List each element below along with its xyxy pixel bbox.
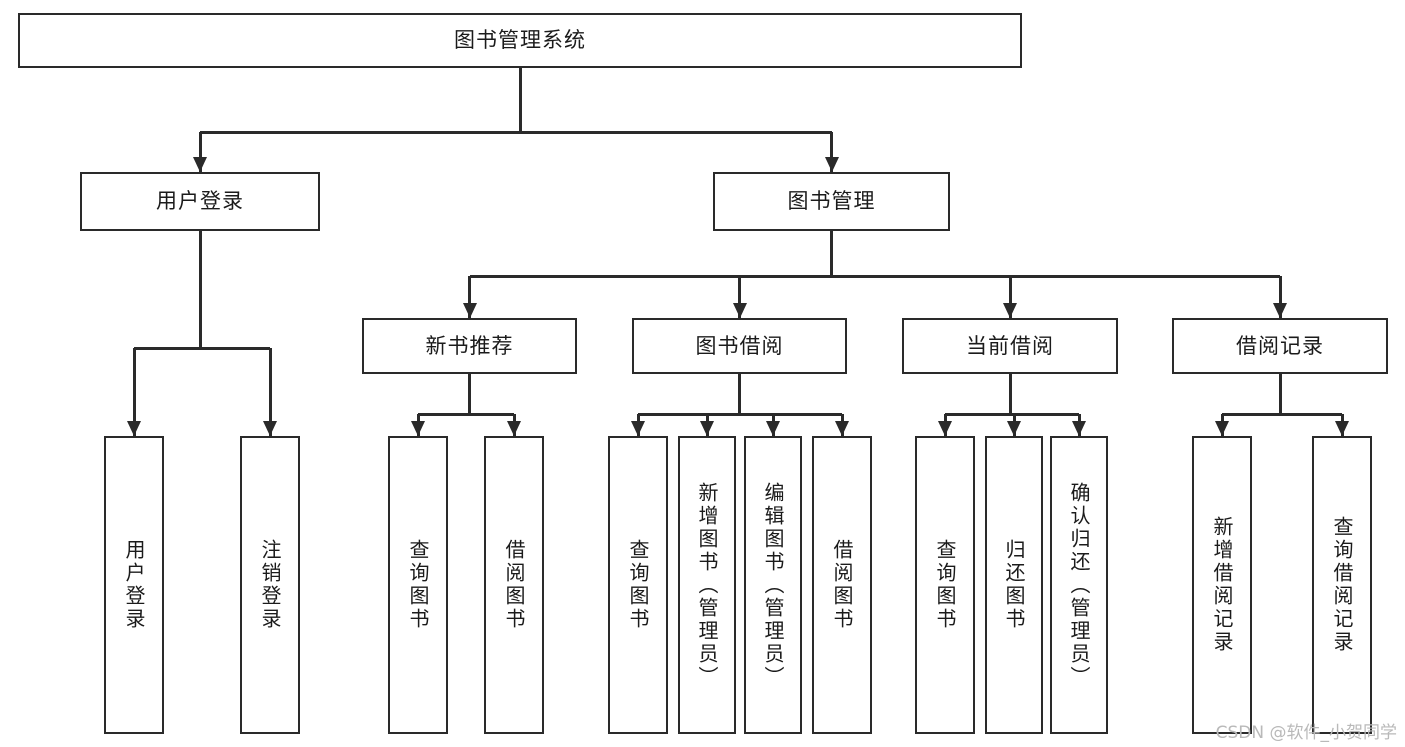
arrowhead-icon [1273, 303, 1287, 318]
node-图书管理-l2-1[interactable]: 图书管理 [713, 172, 950, 231]
connector-line-horizontal [1222, 412, 1342, 416]
arrowhead-icon [1072, 421, 1086, 436]
connector-line-vertical [1008, 374, 1012, 414]
node-查询图书-leaf-8[interactable]: 查询图书 [915, 436, 975, 734]
node-图书借阅-l3-1[interactable]: 图书借阅 [632, 318, 847, 374]
node-label: 注销登录 [258, 539, 282, 631]
node-label: 当前借阅 [966, 333, 1054, 358]
node-新书推荐-l3-0[interactable]: 新书推荐 [362, 318, 577, 374]
node-label: 用户登录 [122, 539, 146, 631]
node-注销登录-leaf-1[interactable]: 注销登录 [240, 436, 300, 734]
connector-line-vertical [518, 68, 522, 132]
connector-line-vertical [830, 132, 833, 172]
node-label: 新增借阅记录 [1210, 516, 1234, 654]
node-label: 查询图书 [406, 539, 430, 631]
connector-line-vertical [1008, 276, 1012, 318]
node-查询图书-leaf-4[interactable]: 查询图书 [608, 436, 668, 734]
arrowhead-icon [732, 303, 747, 318]
node-归还图书-leaf-9[interactable]: 归还图书 [985, 436, 1043, 734]
node-查询借阅记录-leaf-12[interactable]: 查询借阅记录 [1312, 436, 1372, 734]
node-确认归还管理员-leaf-10[interactable]: 确认归还（管理员） [1050, 436, 1108, 734]
connector-line-horizontal [469, 274, 1280, 278]
connector-line-vertical [1278, 374, 1282, 414]
node-label: 新书推荐 [425, 333, 514, 358]
node-label: 确认归还（管理员） [1067, 481, 1091, 689]
arrowhead-icon [263, 421, 277, 436]
node-label: 归还图书 [1002, 539, 1026, 631]
arrowhead-icon [507, 421, 521, 436]
node-当前借阅-l3-2[interactable]: 当前借阅 [902, 318, 1118, 374]
arrowhead-icon [824, 157, 839, 172]
arrowhead-icon [835, 421, 849, 436]
node-借阅记录-l3-3[interactable]: 借阅记录 [1172, 318, 1388, 374]
connector-line-vertical [268, 348, 272, 436]
node-label: 借阅图书 [830, 539, 854, 631]
connector-line-horizontal [638, 412, 842, 416]
arrowhead-icon [1215, 421, 1229, 436]
node-新增借阅记录-leaf-11[interactable]: 新增借阅记录 [1192, 436, 1252, 734]
arrowhead-icon [1007, 421, 1021, 436]
connector-line-vertical [468, 276, 471, 318]
node-查询图书-leaf-2[interactable]: 查询图书 [388, 436, 448, 734]
connector-line-vertical [132, 348, 136, 436]
connector-line-vertical [738, 276, 741, 318]
connector-line-horizontal [418, 412, 514, 416]
connector-line-vertical [830, 231, 833, 276]
connector-line-horizontal [200, 130, 832, 134]
node-label: 图书管理 [787, 189, 876, 214]
arrowhead-icon [462, 303, 477, 318]
node-用户登录-l2-0[interactable]: 用户登录 [80, 172, 320, 231]
node-用户登录-leaf-0[interactable]: 用户登录 [104, 436, 164, 734]
connector-line-vertical [468, 374, 471, 414]
node-label: 借阅图书 [502, 539, 526, 631]
node-借阅图书-leaf-3[interactable]: 借阅图书 [484, 436, 544, 734]
connector-line-horizontal [134, 346, 270, 350]
arrowhead-icon [411, 421, 425, 436]
arrowhead-icon [127, 421, 141, 436]
connector-line-horizontal [945, 412, 1079, 416]
node-label: 用户登录 [156, 189, 244, 214]
node-label: 查询图书 [626, 539, 650, 631]
arrowhead-icon [938, 421, 952, 436]
node-label: 图书借阅 [695, 333, 784, 358]
node-label: 查询借阅记录 [1330, 516, 1354, 654]
arrowhead-icon [766, 421, 780, 436]
node-借阅图书-leaf-7[interactable]: 借阅图书 [812, 436, 872, 734]
connector-line-vertical [738, 374, 741, 414]
arrowhead-icon [1003, 303, 1017, 318]
node-label: 编辑图书（管理员） [761, 481, 785, 689]
arrowhead-icon [193, 157, 207, 172]
arrowhead-icon [700, 421, 714, 436]
node-编辑图书管理员-leaf-6[interactable]: 编辑图书（管理员） [744, 436, 802, 734]
node-label: 图书管理系统 [454, 28, 586, 53]
node-新增图书管理员-leaf-5[interactable]: 新增图书（管理员） [678, 436, 736, 734]
arrowhead-icon [1335, 421, 1349, 436]
node-label: 新增图书（管理员） [695, 481, 719, 689]
connector-line-vertical [198, 231, 202, 348]
node-label: 查询图书 [933, 539, 957, 631]
node-图书管理系统-root[interactable]: 图书管理系统 [18, 13, 1022, 68]
arrowhead-icon [631, 421, 645, 436]
watermark-label: CSDN @软件_小贺同学 [1215, 723, 1397, 743]
node-label: 借阅记录 [1236, 333, 1324, 358]
connector-line-vertical [198, 132, 202, 172]
connector-line-vertical [1278, 276, 1282, 318]
